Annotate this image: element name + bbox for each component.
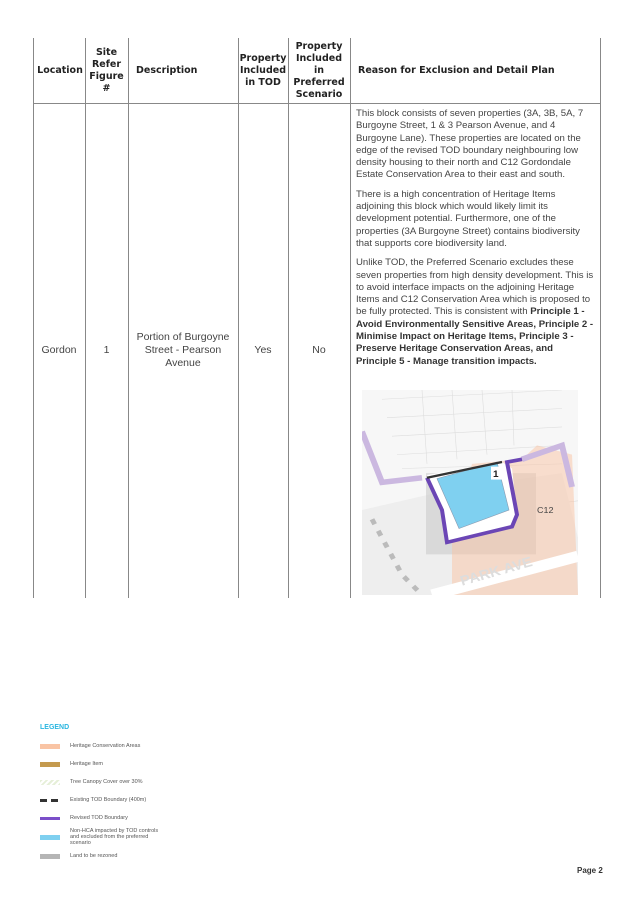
page-number: Page 2 xyxy=(577,866,603,875)
divider xyxy=(85,38,86,598)
area-label: C12 xyxy=(537,505,554,515)
header-text: Refer xyxy=(91,58,122,70)
legend-label: Land to be rezoned xyxy=(70,853,118,859)
swatch-icon xyxy=(40,798,60,802)
exclusion-table: Location Site Refer Figure # Description… xyxy=(33,38,601,598)
legend-item: Heritage Item xyxy=(40,755,160,773)
legend-item: Revised TOD Boundary xyxy=(40,809,160,827)
cell-reason: This block consists of seven properties … xyxy=(356,108,596,375)
swatch-icon xyxy=(40,834,60,840)
header-text: Included xyxy=(240,64,286,76)
legend-label: Non-HCA impacted by TOD controls and exc… xyxy=(70,828,159,846)
divider xyxy=(238,38,239,598)
divider xyxy=(600,38,601,598)
header-text: Preferred xyxy=(293,76,345,88)
existing-boundary xyxy=(426,460,503,479)
header-site-ref: Site Refer Figure # xyxy=(85,38,128,103)
header-text: Figure # xyxy=(89,70,124,94)
legend-title: LEGEND xyxy=(40,724,70,731)
revised-boundary xyxy=(425,457,523,545)
header-text: Scenario xyxy=(295,88,343,100)
header-text: Site xyxy=(95,46,118,58)
legend-item: Existing TOD Boundary (400m) xyxy=(40,791,160,809)
header-text: in xyxy=(313,64,325,76)
swatch-icon xyxy=(40,743,60,749)
cell-included-preferred: No xyxy=(312,344,326,356)
legend-item: Land to be rezoned xyxy=(40,847,160,865)
legend: LEGEND Heritage Conservation Areas Herit… xyxy=(40,724,160,865)
header-included-preferred: Property Included in Preferred Scenario xyxy=(288,38,350,103)
swatch-icon xyxy=(40,779,60,785)
divider xyxy=(288,38,289,598)
swatch-icon xyxy=(40,816,60,820)
legend-label: Tree Canopy Cover over 30% xyxy=(70,779,143,785)
legend-label: Existing TOD Boundary (400m) xyxy=(70,797,147,803)
legend-label: Revised TOD Boundary xyxy=(70,815,128,821)
reason-paragraph: This block consists of seven properties … xyxy=(356,108,584,181)
legend-label: Heritage Item xyxy=(70,761,104,767)
legend-item: Non-HCA impacted by TOD controls and exc… xyxy=(40,827,160,847)
legend-item: Heritage Conservation Areas xyxy=(40,737,160,755)
reason-paragraph: There is a high concentration of Heritag… xyxy=(356,188,580,249)
divider xyxy=(350,38,351,598)
header-text: Property xyxy=(295,40,343,52)
principles-text: Principle 1 - Avoid Environmentally Sens… xyxy=(356,306,594,367)
cell-description: Portion of Burgoyne Street - Pearson Ave… xyxy=(136,331,230,369)
reason-paragraph: Unlike TOD, the Preferred Scenario exclu… xyxy=(356,257,596,368)
legend-item: Tree Canopy Cover over 30% xyxy=(40,773,160,791)
header-text: Property xyxy=(239,52,287,64)
swatch-icon xyxy=(40,853,60,859)
cell-location: Gordon xyxy=(41,344,77,356)
divider xyxy=(33,38,34,598)
cell-included-tod: Yes xyxy=(254,344,272,356)
cell-site-ref: 1 xyxy=(103,344,110,356)
header-location: Location xyxy=(37,64,83,76)
legend-label: Heritage Conservation Areas xyxy=(70,743,141,749)
header-divider xyxy=(33,103,601,104)
header-included-tod: Property Included in TOD xyxy=(238,38,288,103)
header-reason: Reason for Exclusion and Detail Plan xyxy=(358,64,555,76)
revised-boundary-faded xyxy=(362,430,575,488)
site-map: 1 C12 PARK AVE xyxy=(362,390,578,595)
header-text: Included xyxy=(296,52,342,64)
reason-text: Unlike TOD, the Preferred Scenario exclu… xyxy=(356,257,594,318)
header-text: in TOD xyxy=(245,76,281,88)
header-description: Description xyxy=(136,64,198,76)
site-label: 1 xyxy=(493,469,499,480)
divider xyxy=(128,38,129,598)
swatch-icon xyxy=(40,761,60,767)
